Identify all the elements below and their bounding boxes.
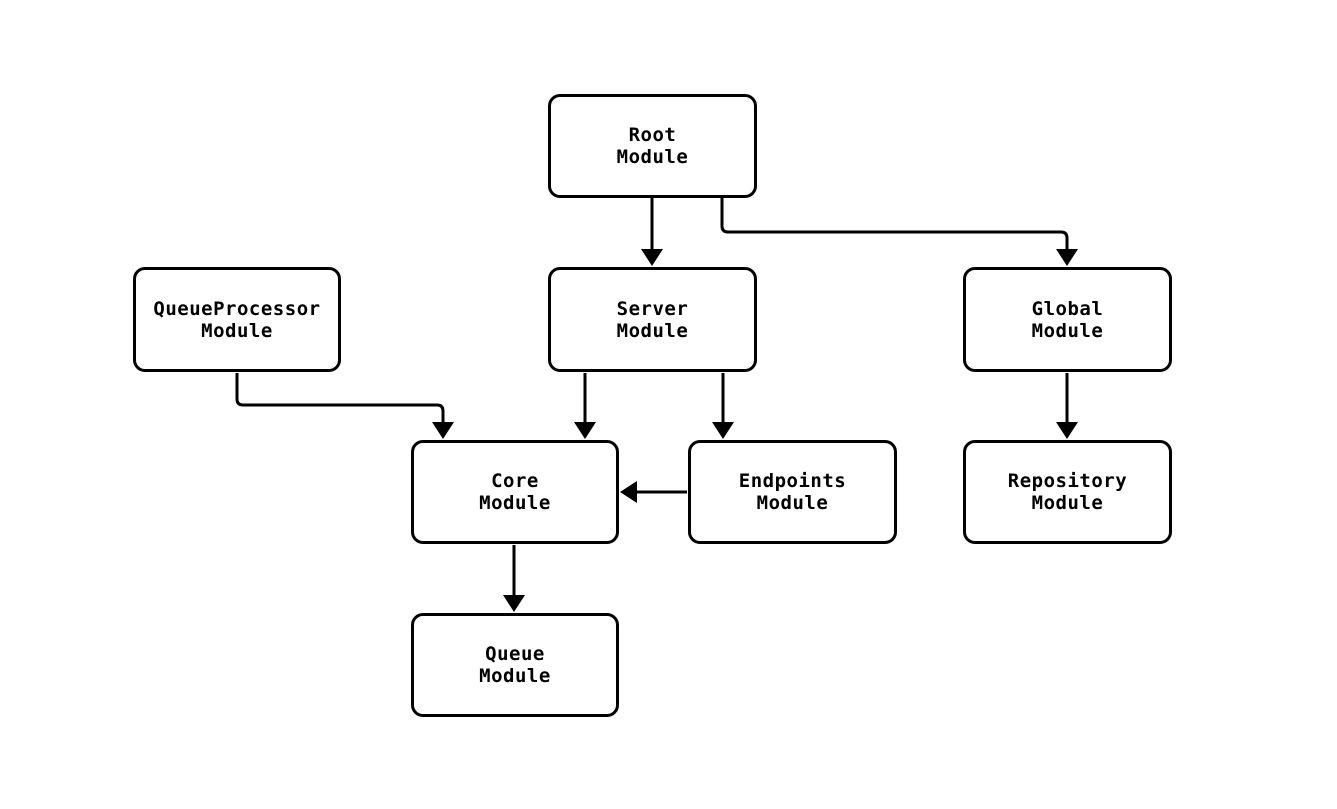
edge-queueprocessor-to-core [235,373,454,439]
node-repository-module: Repository Module [963,440,1172,544]
edge-server-to-core [574,373,596,439]
node-global-module: Global Module [963,267,1172,372]
node-queueprocessor-module: QueueProcessor Module [133,267,341,372]
node-core-module: Core Module [411,440,619,544]
edge-global-to-repository [1056,373,1078,439]
edge-root-to-global [720,198,1078,266]
node-root-module: Root Module [548,94,757,198]
node-queue-module: Queue Module [411,613,619,717]
node-server-module: Server Module [548,267,757,372]
edge-root-to-server [641,198,663,266]
edge-server-to-endpoints [712,373,734,439]
node-endpoints-module: Endpoints Module [688,440,897,544]
edge-endpoints-to-core [620,481,687,503]
edge-core-to-queue [503,545,525,612]
